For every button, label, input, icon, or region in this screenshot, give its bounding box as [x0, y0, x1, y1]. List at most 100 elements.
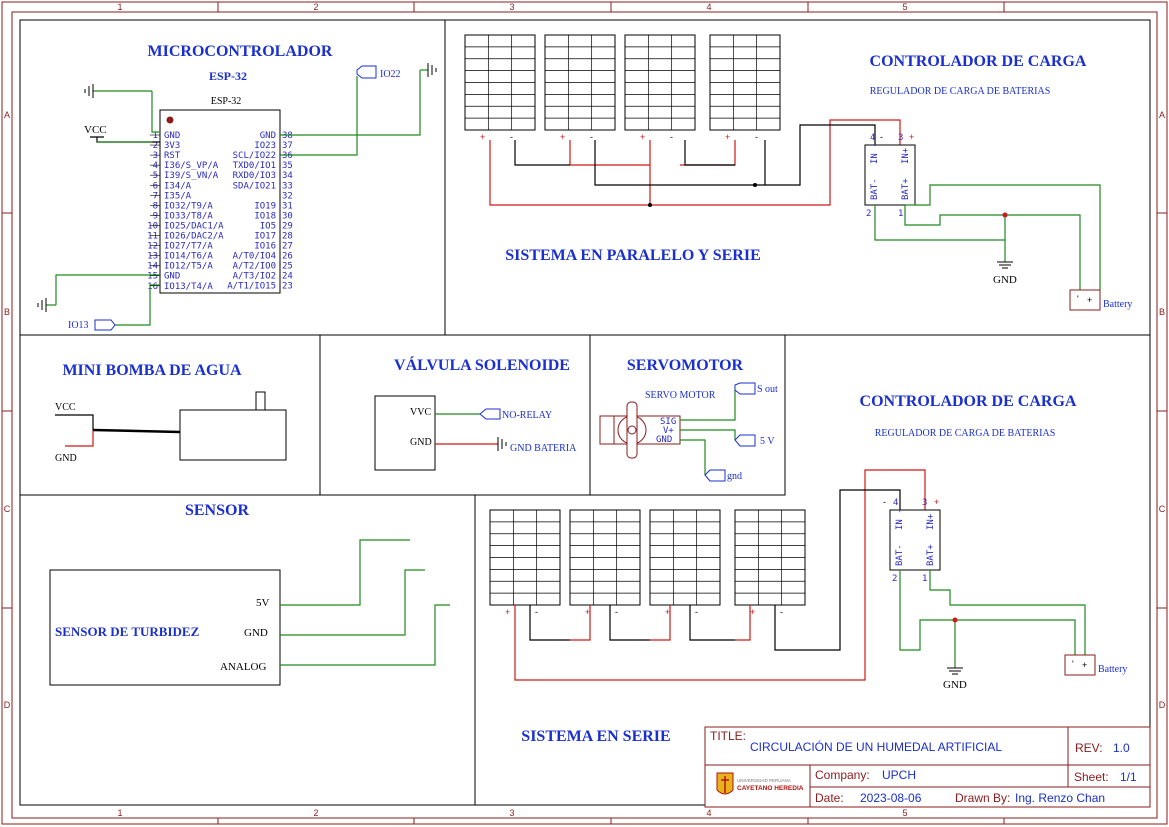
esp-left-pin-number: 9	[153, 211, 158, 221]
col-label: 2	[313, 2, 318, 12]
bat-minus-label: BAT-	[895, 544, 905, 566]
esp-right-pin-label: A/T1/IO15	[227, 282, 276, 292]
ground-symbol	[497, 437, 507, 451]
esp-title: ESP-32	[209, 69, 247, 83]
row-label: B	[1159, 307, 1165, 317]
ground-symbol	[37, 298, 56, 312]
parallel-series-title: SISTEMA EN PARALELO Y SERIE	[505, 247, 760, 264]
battery-label-bottom: Battery	[1098, 664, 1127, 675]
panel-plus: +	[560, 132, 565, 142]
solar-panel: +-	[489, 509, 561, 617]
turbidity-sensor-body	[49, 569, 281, 686]
ground-symbol	[997, 261, 1013, 269]
date-label: Date:	[815, 791, 844, 805]
sheet-label: Sheet:	[1074, 770, 1109, 784]
pump-gnd-label: GND	[55, 453, 77, 464]
esp-right-pin-number: 26	[282, 252, 293, 262]
servo-icon	[599, 401, 681, 459]
esp-right-pin-label: IO18	[254, 211, 276, 221]
turbidity-label: SENSOR DE TURBIDEZ	[55, 624, 200, 639]
pump-outlet	[255, 391, 266, 411]
esp-left-pin-label: I34/A	[164, 181, 192, 191]
esp-right-pin-label: IO17	[254, 231, 276, 241]
drawn-label: Drawn By:	[955, 791, 1010, 805]
date-value: 2023-08-06	[860, 791, 922, 805]
five-v-flag	[734, 434, 756, 447]
servo-section: SERVOMOTOR SERVO MOTOR SIG V+ GND S out …	[599, 357, 778, 482]
panel-minus: -	[535, 607, 538, 617]
row-label: B	[4, 307, 10, 317]
pin-1: 1	[898, 209, 903, 219]
esp-right-pin-label: RXD0/IO3	[233, 171, 276, 181]
vcc-label: VCC	[84, 124, 107, 136]
esp-left-pin-number: 10	[147, 221, 158, 231]
esp-right-pin-number: 33	[282, 181, 293, 191]
esp-left-pin-number: 4	[153, 161, 158, 171]
pin-3: 3	[922, 498, 927, 508]
esp-right-pin-label: A/T2/IO0	[233, 262, 276, 272]
panel-minus: -	[670, 132, 673, 142]
company-label: Company:	[815, 768, 870, 782]
pin-1: 1	[922, 574, 927, 584]
bat-plus-label: BAT+	[901, 178, 911, 200]
esp-left-pin-number: 14	[147, 262, 158, 272]
row-label: A	[4, 110, 10, 120]
col-label: 1	[117, 2, 122, 12]
col-label: 5	[902, 808, 907, 818]
ground-symbol	[947, 667, 963, 675]
esp-left-pin-label: I36/S_VP/A	[164, 161, 219, 171]
esp-right-pin-label: A/T0/IO4	[233, 252, 276, 262]
esp-left-pin-label: IO26/DAC2/A	[164, 232, 224, 242]
solar-panel: +-	[569, 509, 641, 617]
esp-right-pin-number: 35	[282, 161, 293, 171]
esp-right-pin-label: GND	[260, 131, 276, 141]
pin-4: 4	[870, 133, 875, 143]
pin-4: 4	[893, 498, 898, 508]
panel-plus: +	[725, 132, 730, 142]
pump-body	[179, 409, 287, 461]
solar-panel: +-	[649, 509, 721, 617]
valve-vvc-label: VVC	[410, 407, 431, 418]
pump-title: MINI BOMBA DE AGUA	[62, 362, 242, 379]
esp-left-pin-number: 15	[147, 272, 158, 282]
pump-section: MINI BOMBA DE AGUA VCC GND	[55, 362, 287, 464]
panel-plus: +	[665, 607, 670, 617]
charge-controller-title: CONTROLADOR DE CARGA	[870, 53, 1087, 70]
servo-sig: SIG	[660, 417, 676, 427]
solar-panel: +-	[734, 509, 806, 617]
esp-left-pin-number: 11	[147, 232, 158, 242]
battery-plus: +	[1087, 295, 1092, 305]
servo-vplus: V+	[663, 426, 674, 436]
esp-left-pin-number: 16	[147, 282, 158, 292]
bat-minus-label: BAT-	[870, 178, 880, 200]
esp-left-pin-label: IO33/T8/A	[164, 211, 213, 221]
pin1-marker	[166, 116, 174, 124]
section-boxes	[19, 19, 1151, 806]
servo-subtitle: SERVO MOTOR	[645, 390, 716, 401]
panel-plus: +	[480, 132, 485, 142]
ground-symbol	[420, 63, 437, 77]
university-logo: UNIVERSIDAD PERUANA CAYETANO HEREDIA	[716, 772, 804, 795]
esp-right-pin-label: TXD0/IO1	[233, 161, 276, 171]
panel-minus: -	[755, 132, 758, 142]
esp-right-pin-number: 36	[282, 151, 293, 161]
esp-left-pin-number: 2	[153, 141, 158, 151]
esp-left-pin-number: 6	[153, 181, 158, 191]
col-label: 1	[117, 808, 122, 818]
gnd-power-label: GND	[993, 274, 1017, 286]
esp-right-pin-number: 28	[282, 231, 293, 241]
parallel-series-section: CONTROLADOR DE CARGA REGULADOR DE CARGA …	[464, 34, 1132, 311]
pump-vcc-label: VCC	[55, 402, 76, 413]
series-title: SISTEMA EN SERIE	[521, 728, 670, 745]
esp-subtitle: ESP-32	[211, 96, 242, 107]
svg-text:CAYETANO HEREDIA: CAYETANO HEREDIA	[737, 785, 804, 792]
esp-left-pin-number: 5	[153, 171, 158, 181]
minus-sign: -	[880, 132, 883, 142]
esp-right-pin-label: IO16	[254, 242, 276, 252]
in-minus-label: IN -	[870, 142, 880, 164]
esp-left-pin-label: I39/S_VN/A	[164, 171, 219, 181]
esp-left-pin-number: 13	[147, 252, 158, 262]
panel-plus: +	[505, 607, 510, 617]
panel-minus: -	[780, 607, 783, 617]
